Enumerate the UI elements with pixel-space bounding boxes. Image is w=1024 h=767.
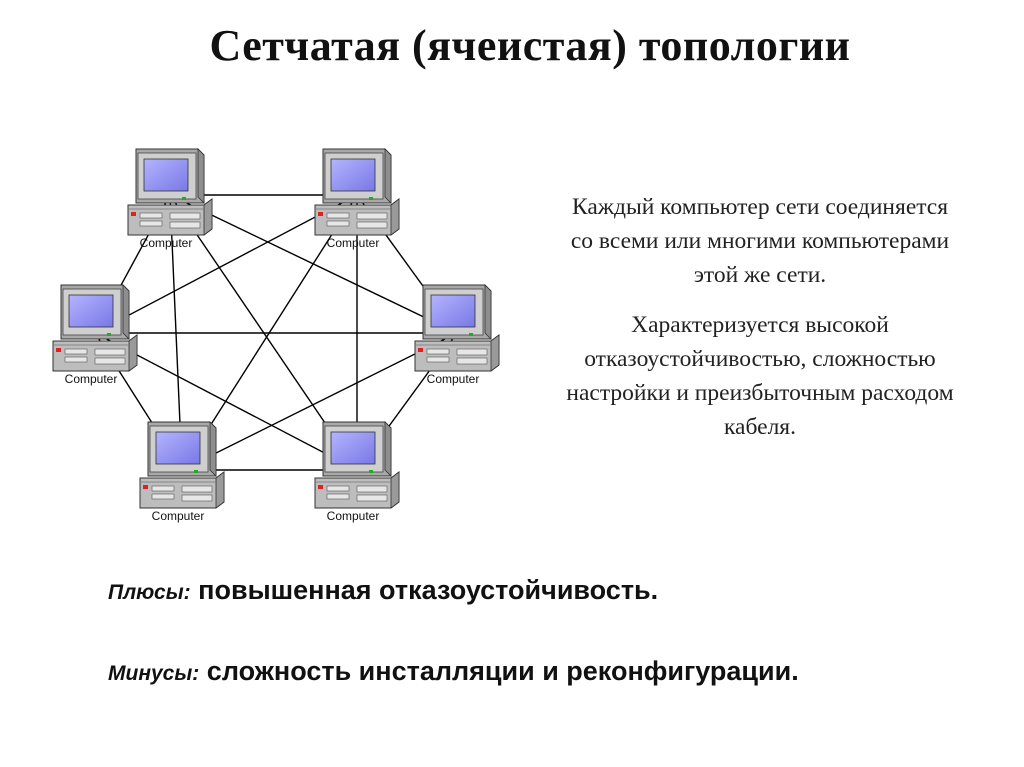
cons-statement: Минусы: сложность инсталляции и реконфиг… [108,656,1008,687]
computer-node-bottom-left: Computer [139,421,225,523]
description-line: настройки и преизбыточным расходом [566,380,954,406]
page-title: Сетчатая (ячеистая) топологии [209,21,851,70]
description-paragraph-2: Характеризуется высокой отказоустойчивос… [515,308,1005,444]
description-line: Каждый компьютер сети соединяется [571,194,949,220]
connection-top-right-mid-left [94,194,358,334]
computer-node-top-left: Computer [127,148,213,250]
description-line: со всеми или многими компьютерами [570,228,950,254]
description-paragraph-1: Каждый компьютер сети соединяется со все… [515,190,1005,292]
computer-label: Computer [427,372,480,386]
computer-label: Computer [140,236,193,250]
computer-icon [52,284,138,372]
computer-node-mid-right: Computer [414,284,500,386]
computer-label: Computer [65,372,118,386]
computer-label: Computer [327,509,380,523]
description-line: отказоустойчивостью, сложностью [584,346,936,372]
computer-icon [314,148,400,236]
pros-text: повышенная отказоустойчивость. [190,575,659,605]
connection-mid-right-bottom-left [181,332,458,471]
cons-text: сложность инсталляции и реконфигурации. [199,656,799,686]
computer-node-bottom-right: Computer [314,421,400,523]
description-line: этой же сети. [693,262,827,288]
connection-mid-left-bottom-right [94,332,358,471]
computer-icon [414,284,500,372]
computer-node-top-right: Computer [314,148,400,250]
computer-icon [314,421,400,509]
pros-statement: Плюсы: повышенная отказоустойчивость. [108,575,1008,606]
computer-label: Computer [152,509,205,523]
description-line: Характеризуется высокой [631,312,889,338]
description-line: кабеля. [724,414,796,440]
computer-icon [139,421,225,509]
computer-icon [127,148,213,236]
cons-label: Минусы: [108,662,200,685]
pros-label: Плюсы: [108,581,191,604]
computer-node-mid-left: Computer [52,284,138,386]
computer-label: Computer [327,236,380,250]
